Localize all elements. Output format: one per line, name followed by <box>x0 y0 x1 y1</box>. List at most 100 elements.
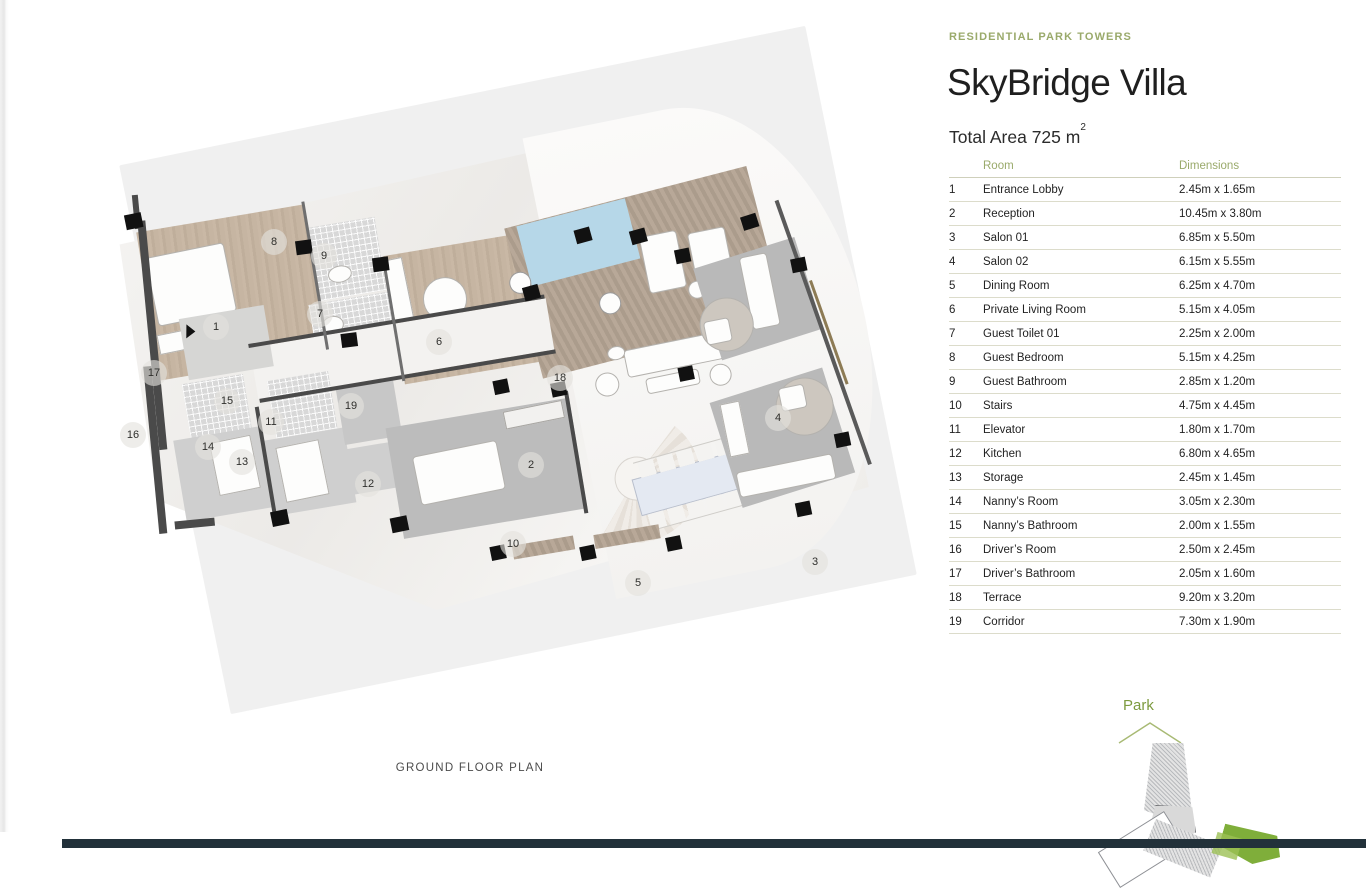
room-cell-name: Salon 02 <box>983 249 1179 274</box>
page-left-edge-strip <box>0 0 9 832</box>
room-marker-11[interactable]: 11 <box>258 409 284 435</box>
room-marker-3[interactable]: 3 <box>802 549 828 575</box>
room-marker-16[interactable]: 16 <box>120 422 146 448</box>
park-label: Park <box>1123 697 1154 714</box>
room-marker-label: 2 <box>527 459 535 471</box>
total-area-label: Total Area 725 m2 <box>949 122 1086 148</box>
room-marker-1[interactable]: 1 <box>203 314 229 340</box>
room-marker-13[interactable]: 13 <box>229 449 255 475</box>
column-header-index <box>949 160 983 178</box>
page-title: SkyBridge Villa <box>947 62 1187 103</box>
room-cell-dimensions: 4.75m x 4.45m <box>1179 393 1341 418</box>
room-marker-6[interactable]: 6 <box>426 329 452 355</box>
room-cell-name: Guest Toilet 01 <box>983 321 1179 346</box>
room-marker-label: 11 <box>265 416 277 428</box>
room-cell-index: 12 <box>949 441 983 466</box>
room-cell-name: Driver’s Bathroom <box>983 561 1179 586</box>
room-marker-2[interactable]: 2 <box>518 452 544 478</box>
room-marker-12[interactable]: 12 <box>355 471 381 497</box>
room-marker-15[interactable]: 15 <box>214 388 240 414</box>
column-structural <box>794 500 813 518</box>
room-marker-17[interactable]: 17 <box>141 360 167 386</box>
room-cell-dimensions: 2.85m x 1.20m <box>1179 369 1341 394</box>
room-cell-dimensions: 2.25m x 2.00m <box>1179 321 1341 346</box>
room-cell-dimensions: 6.25m x 4.70m <box>1179 273 1341 298</box>
room-cell-dimensions: 6.85m x 5.50m <box>1179 225 1341 250</box>
room-cell-name: Private Living Room <box>983 297 1179 322</box>
room-cell-index: 13 <box>949 465 983 490</box>
room-marker-9[interactable]: 9 <box>311 243 337 269</box>
room-cell-dimensions: 2.45m x 1.45m <box>1179 465 1341 490</box>
room-marker-14[interactable]: 14 <box>195 434 221 460</box>
room-marker-label: 5 <box>634 577 642 589</box>
room-cell-name: Corridor <box>983 609 1179 634</box>
room-cell-dimensions: 2.45m x 1.65m <box>1179 177 1341 202</box>
info-panel: RESIDENTIAL PARK TOWERS SkyBridge Villa … <box>940 0 1366 848</box>
floor-plan-drawing: 1 2 3 4 5 6 7 8 9 10 11 12 13 14 15 16 1… <box>18 25 930 715</box>
room-marker-18[interactable]: 18 <box>547 365 573 391</box>
room-marker-label: 12 <box>361 478 375 490</box>
room-marker-label: 17 <box>147 367 161 379</box>
room-table-head: Room Dimensions <box>949 160 1341 178</box>
key-plan-diagram <box>1080 743 1290 888</box>
room-cell-name: Storage <box>983 465 1179 490</box>
column-structural <box>677 365 695 382</box>
room-marker-label: 1 <box>212 321 220 333</box>
room-marker-8[interactable]: 8 <box>261 229 287 255</box>
room-cell-name: Reception <box>983 201 1179 226</box>
room-cell-index: 4 <box>949 249 983 274</box>
room-marker-4[interactable]: 4 <box>765 405 791 431</box>
room-cell-dimensions: 2.05m x 1.60m <box>1179 561 1341 586</box>
room-cell-index: 1 <box>949 177 983 202</box>
room-cell-index: 2 <box>949 201 983 226</box>
room-marker-label: 4 <box>774 412 782 424</box>
room-marker-label: 19 <box>344 400 358 412</box>
room-cell-dimensions: 3.05m x 2.30m <box>1179 489 1341 514</box>
room-cell-name: Terrace <box>983 585 1179 610</box>
room-cell-name: Guest Bedroom <box>983 345 1179 370</box>
room-marker-7[interactable]: 7 <box>307 301 333 327</box>
room-cell-dimensions: 2.00m x 1.55m <box>1179 513 1341 538</box>
column-structural <box>294 239 313 256</box>
room-cell-dimensions: 6.80m x 4.65m <box>1179 441 1341 466</box>
room-cell-dimensions: 5.15m x 4.05m <box>1179 297 1341 322</box>
room-marker-label: 15 <box>220 395 234 407</box>
column-structural <box>665 535 683 552</box>
room-marker-label: 7 <box>316 308 324 320</box>
room-cell-dimensions: 9.20m x 3.20m <box>1179 585 1341 610</box>
room-cell-dimensions: 2.50m x 2.45m <box>1179 537 1341 562</box>
room-cell-index: 5 <box>949 273 983 298</box>
column-structural <box>371 256 390 273</box>
room-cell-index: 18 <box>949 585 983 610</box>
room-marker-10[interactable]: 10 <box>500 531 526 557</box>
column-structural <box>833 431 852 449</box>
column-structural <box>492 378 510 396</box>
room-marker-label: 10 <box>506 538 520 550</box>
room-marker-19[interactable]: 19 <box>338 393 364 419</box>
room-marker-5[interactable]: 5 <box>625 570 651 596</box>
column-structural <box>790 256 808 274</box>
room-marker-label: 13 <box>235 456 249 468</box>
room-cell-name: Dining Room <box>983 273 1179 298</box>
